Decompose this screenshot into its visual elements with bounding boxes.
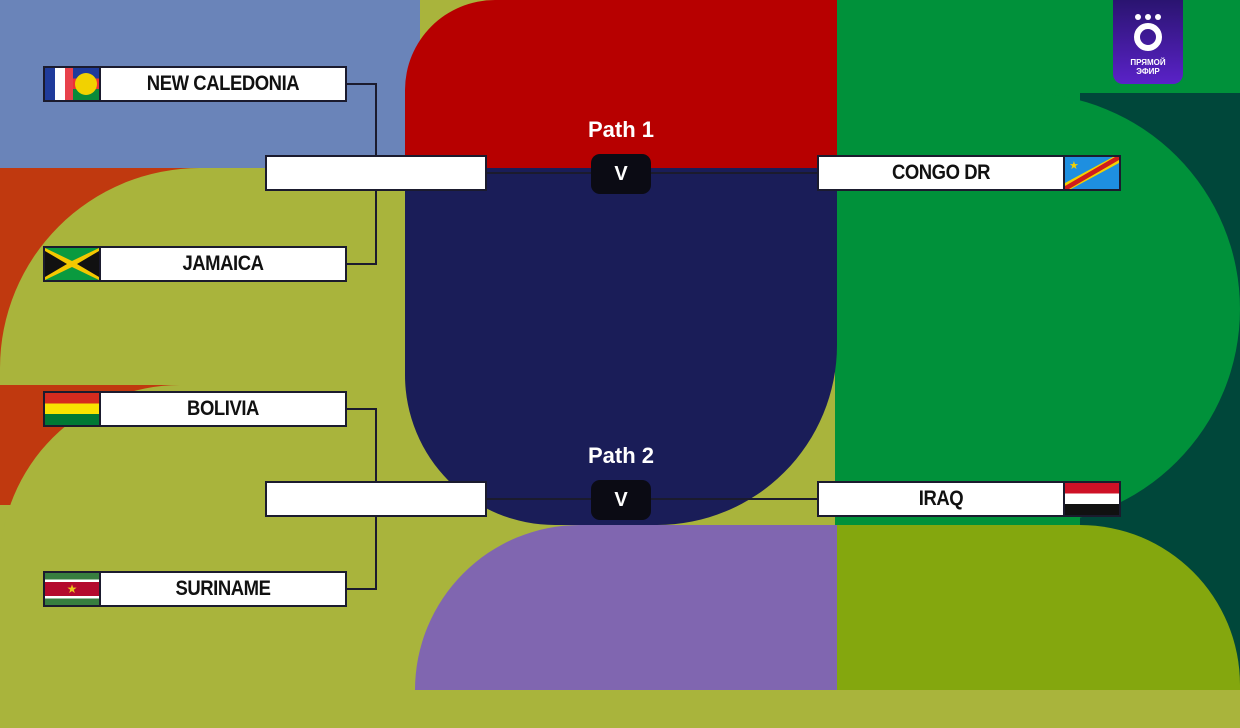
team-name: NEW CALEDONIA xyxy=(146,72,300,95)
svg-text:★: ★ xyxy=(1069,160,1079,172)
team-name: IRAQ xyxy=(918,487,964,510)
team-name: JAMAICA xyxy=(182,252,264,275)
suriname-flag-icon: ★ xyxy=(45,573,101,605)
path-2-winner-slot xyxy=(265,481,487,517)
team-congo-dr: CONGO DR ★ xyxy=(817,155,1121,191)
path-1-winner-slot xyxy=(265,155,487,191)
logo-icon xyxy=(1132,14,1164,52)
bolivia-flag-icon xyxy=(45,393,101,425)
team-iraq: IRAQ xyxy=(817,481,1121,517)
path-1-vs: V xyxy=(591,154,651,194)
live-label-1: ПРЯМОЙ xyxy=(1130,58,1166,67)
path-2-label: Path 2 xyxy=(587,443,655,468)
path-2-vs: V xyxy=(591,480,651,520)
bg-olive-2 xyxy=(0,385,420,705)
team-suriname: ★ SURINAME xyxy=(43,571,347,607)
team-name: SURINAME xyxy=(175,577,271,600)
iraq-flag-icon xyxy=(1063,483,1119,515)
team-name: BOLIVIA xyxy=(187,397,259,420)
congo-dr-flag-icon: ★ xyxy=(1063,157,1119,189)
bg-navy-rect xyxy=(405,168,655,525)
live-badge: ПРЯМОЙ ЭФИР xyxy=(1113,0,1183,84)
team-name: CONGO DR xyxy=(891,161,991,184)
bg-red xyxy=(405,0,837,168)
path-1-label: Path 1 xyxy=(587,117,655,142)
jamaica-flag-icon xyxy=(45,248,101,280)
team-new-caledonia: NEW CALEDONIA xyxy=(43,66,347,102)
team-jamaica: JAMAICA xyxy=(43,246,347,282)
team-bolivia: BOLIVIA xyxy=(43,391,347,427)
live-label-2: ЭФИР xyxy=(1136,67,1160,76)
new-caledonia-flag-icon xyxy=(45,68,101,100)
